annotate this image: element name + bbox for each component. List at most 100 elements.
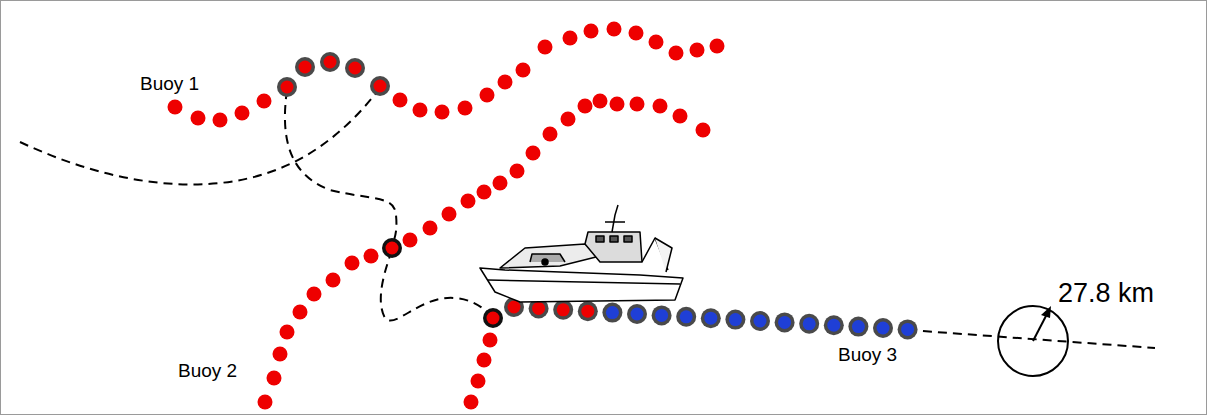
fix-ring (578, 301, 598, 321)
fix-ring (277, 77, 297, 97)
buoy-label: Buoy 3 (838, 345, 897, 364)
fix-ring (775, 312, 795, 332)
buoy-dot (386, 242, 399, 255)
buoy-dot (696, 123, 711, 138)
buoy-dot (581, 305, 594, 318)
buoy-dot (655, 309, 668, 322)
buoy-dot (458, 101, 473, 116)
buoy-dot (584, 24, 599, 39)
buoy-dots (168, 22, 918, 410)
fix-ring (602, 303, 622, 323)
buoy-dot (532, 302, 545, 315)
buoy-dot (461, 194, 476, 209)
buoy-dot (606, 306, 619, 319)
buoy-dot (508, 301, 521, 314)
buoy-dot (345, 256, 360, 271)
buoy-dot (578, 99, 593, 114)
buoy-dot (477, 353, 492, 368)
fix-ring (676, 307, 696, 327)
fix-ring (627, 304, 647, 324)
fix-ring (320, 52, 340, 72)
fix-ring (750, 311, 770, 331)
buoy-dot (631, 308, 644, 321)
buoy-dot (403, 233, 418, 248)
buoy-dot (324, 56, 337, 69)
fix-ring (370, 76, 390, 96)
buoy-dot (498, 75, 513, 90)
buoy-dot (543, 127, 558, 142)
fix-ring (701, 308, 721, 328)
buoy-dot (729, 313, 742, 326)
buoy-dot (901, 323, 914, 336)
buoy-dot (669, 46, 684, 61)
buoy-dot (803, 317, 816, 330)
buoy-dot (487, 312, 500, 325)
buoy-label: Buoy 1 (140, 74, 199, 93)
buoy-dot (349, 62, 362, 75)
buoy-dot (877, 322, 890, 335)
fix-ring (483, 308, 503, 328)
buoy-dot (273, 347, 288, 362)
buoy-dot (423, 221, 438, 236)
buoy-dot (827, 319, 840, 332)
fix-ring (898, 319, 918, 339)
range-circle (998, 306, 1068, 376)
buoy-dot (649, 35, 664, 50)
buoy-dot (299, 61, 312, 74)
buoy-dot (778, 316, 791, 329)
buoy-dot (213, 113, 228, 128)
buoy-dot (480, 88, 495, 103)
buoy-dot (281, 81, 294, 94)
fix-ring (873, 318, 893, 338)
fix-ring (848, 317, 868, 337)
buoy-dot (483, 333, 498, 348)
buoy-dot (258, 395, 273, 410)
buoy-dot (477, 185, 492, 200)
range-label: 27.8 km (1058, 280, 1154, 307)
buoy-dot (326, 273, 341, 288)
fix-ring (824, 315, 844, 335)
buoy-dot (680, 310, 693, 323)
fix-ring (295, 57, 315, 77)
buoy-dot (307, 287, 322, 302)
buoy-dot (561, 112, 576, 127)
buoy-dot (235, 106, 250, 121)
buoy-dot (364, 249, 379, 264)
research-vessel (480, 205, 683, 302)
buoy-dot (413, 103, 428, 118)
buoy-dot (710, 39, 725, 54)
fix-ring (553, 300, 573, 320)
buoy-dot (607, 22, 622, 37)
buoy-dot (374, 80, 387, 93)
buoy-dot (557, 303, 570, 316)
buoy-dot (435, 105, 450, 120)
buoy-dot (630, 97, 645, 112)
buoy-dot (191, 111, 206, 126)
buoy-dot (516, 63, 531, 78)
fix-ring (652, 305, 672, 325)
buoy-dot (593, 94, 608, 109)
fix-ring (345, 58, 365, 78)
fix-ring (382, 238, 402, 258)
buoy-dot (493, 176, 508, 191)
buoy-dot (257, 94, 272, 109)
buoy-dot (293, 305, 308, 320)
buoy-dot (653, 99, 668, 114)
buoy-dot (538, 40, 553, 55)
buoy-dot (526, 146, 541, 161)
buoy-dot (563, 31, 578, 46)
buoy-dot (510, 164, 525, 179)
buoy-dot (442, 207, 457, 222)
buoy-dot (673, 109, 688, 124)
buoy-dot (704, 312, 717, 325)
ship-route (20, 88, 1155, 348)
buoy-dot (610, 97, 625, 112)
buoy-dot (629, 26, 644, 41)
buoy-dot (267, 371, 282, 386)
buoy-label: Buoy 2 (178, 361, 237, 380)
buoy-dot (690, 43, 705, 58)
buoy-dot (280, 325, 295, 340)
